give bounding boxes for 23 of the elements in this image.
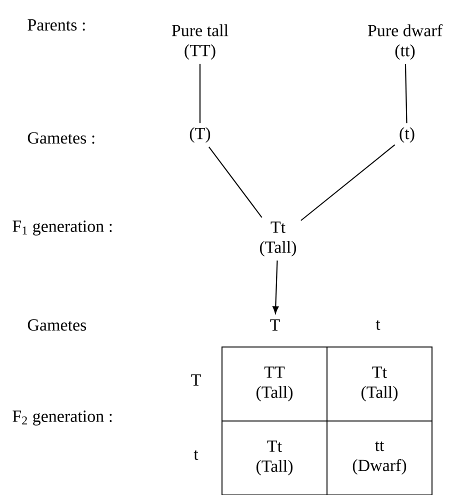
genotype-label: (T) bbox=[190, 127, 210, 143]
connector-line bbox=[208, 146, 262, 218]
punnett-cell: TT (Tall) bbox=[222, 346, 328, 422]
row-label: F$_{1}$ generation : bbox=[12, 220, 112, 236]
allele-label: t bbox=[194, 450, 198, 460]
arrow bbox=[272, 260, 279, 314]
connector-line bbox=[199, 64, 201, 124]
row-label: Gametes bbox=[28, 319, 86, 331]
row-label: F$_{2}$ generation : bbox=[12, 410, 112, 426]
genotype-label: (t) bbox=[400, 127, 414, 143]
genotype-label: T bbox=[270, 319, 280, 331]
connector-line bbox=[300, 144, 396, 221]
punnett-cell: tt (Dwarf) bbox=[326, 420, 432, 495]
genotype-label: Tt (Tall) bbox=[260, 222, 296, 256]
punnett-cell: Tt (Tall) bbox=[326, 346, 432, 422]
genotype-label: Pure tall (TT) bbox=[172, 24, 228, 60]
allele-label: T bbox=[191, 374, 201, 386]
genotype-label: Pure dwarf (tt) bbox=[368, 24, 443, 60]
allele-label: t bbox=[376, 320, 380, 330]
row-label: Parents : bbox=[28, 19, 85, 31]
row-label: Gametes : bbox=[28, 132, 94, 144]
connector-line bbox=[404, 64, 408, 124]
punnett-cell: Tt (Tall) bbox=[222, 420, 328, 495]
